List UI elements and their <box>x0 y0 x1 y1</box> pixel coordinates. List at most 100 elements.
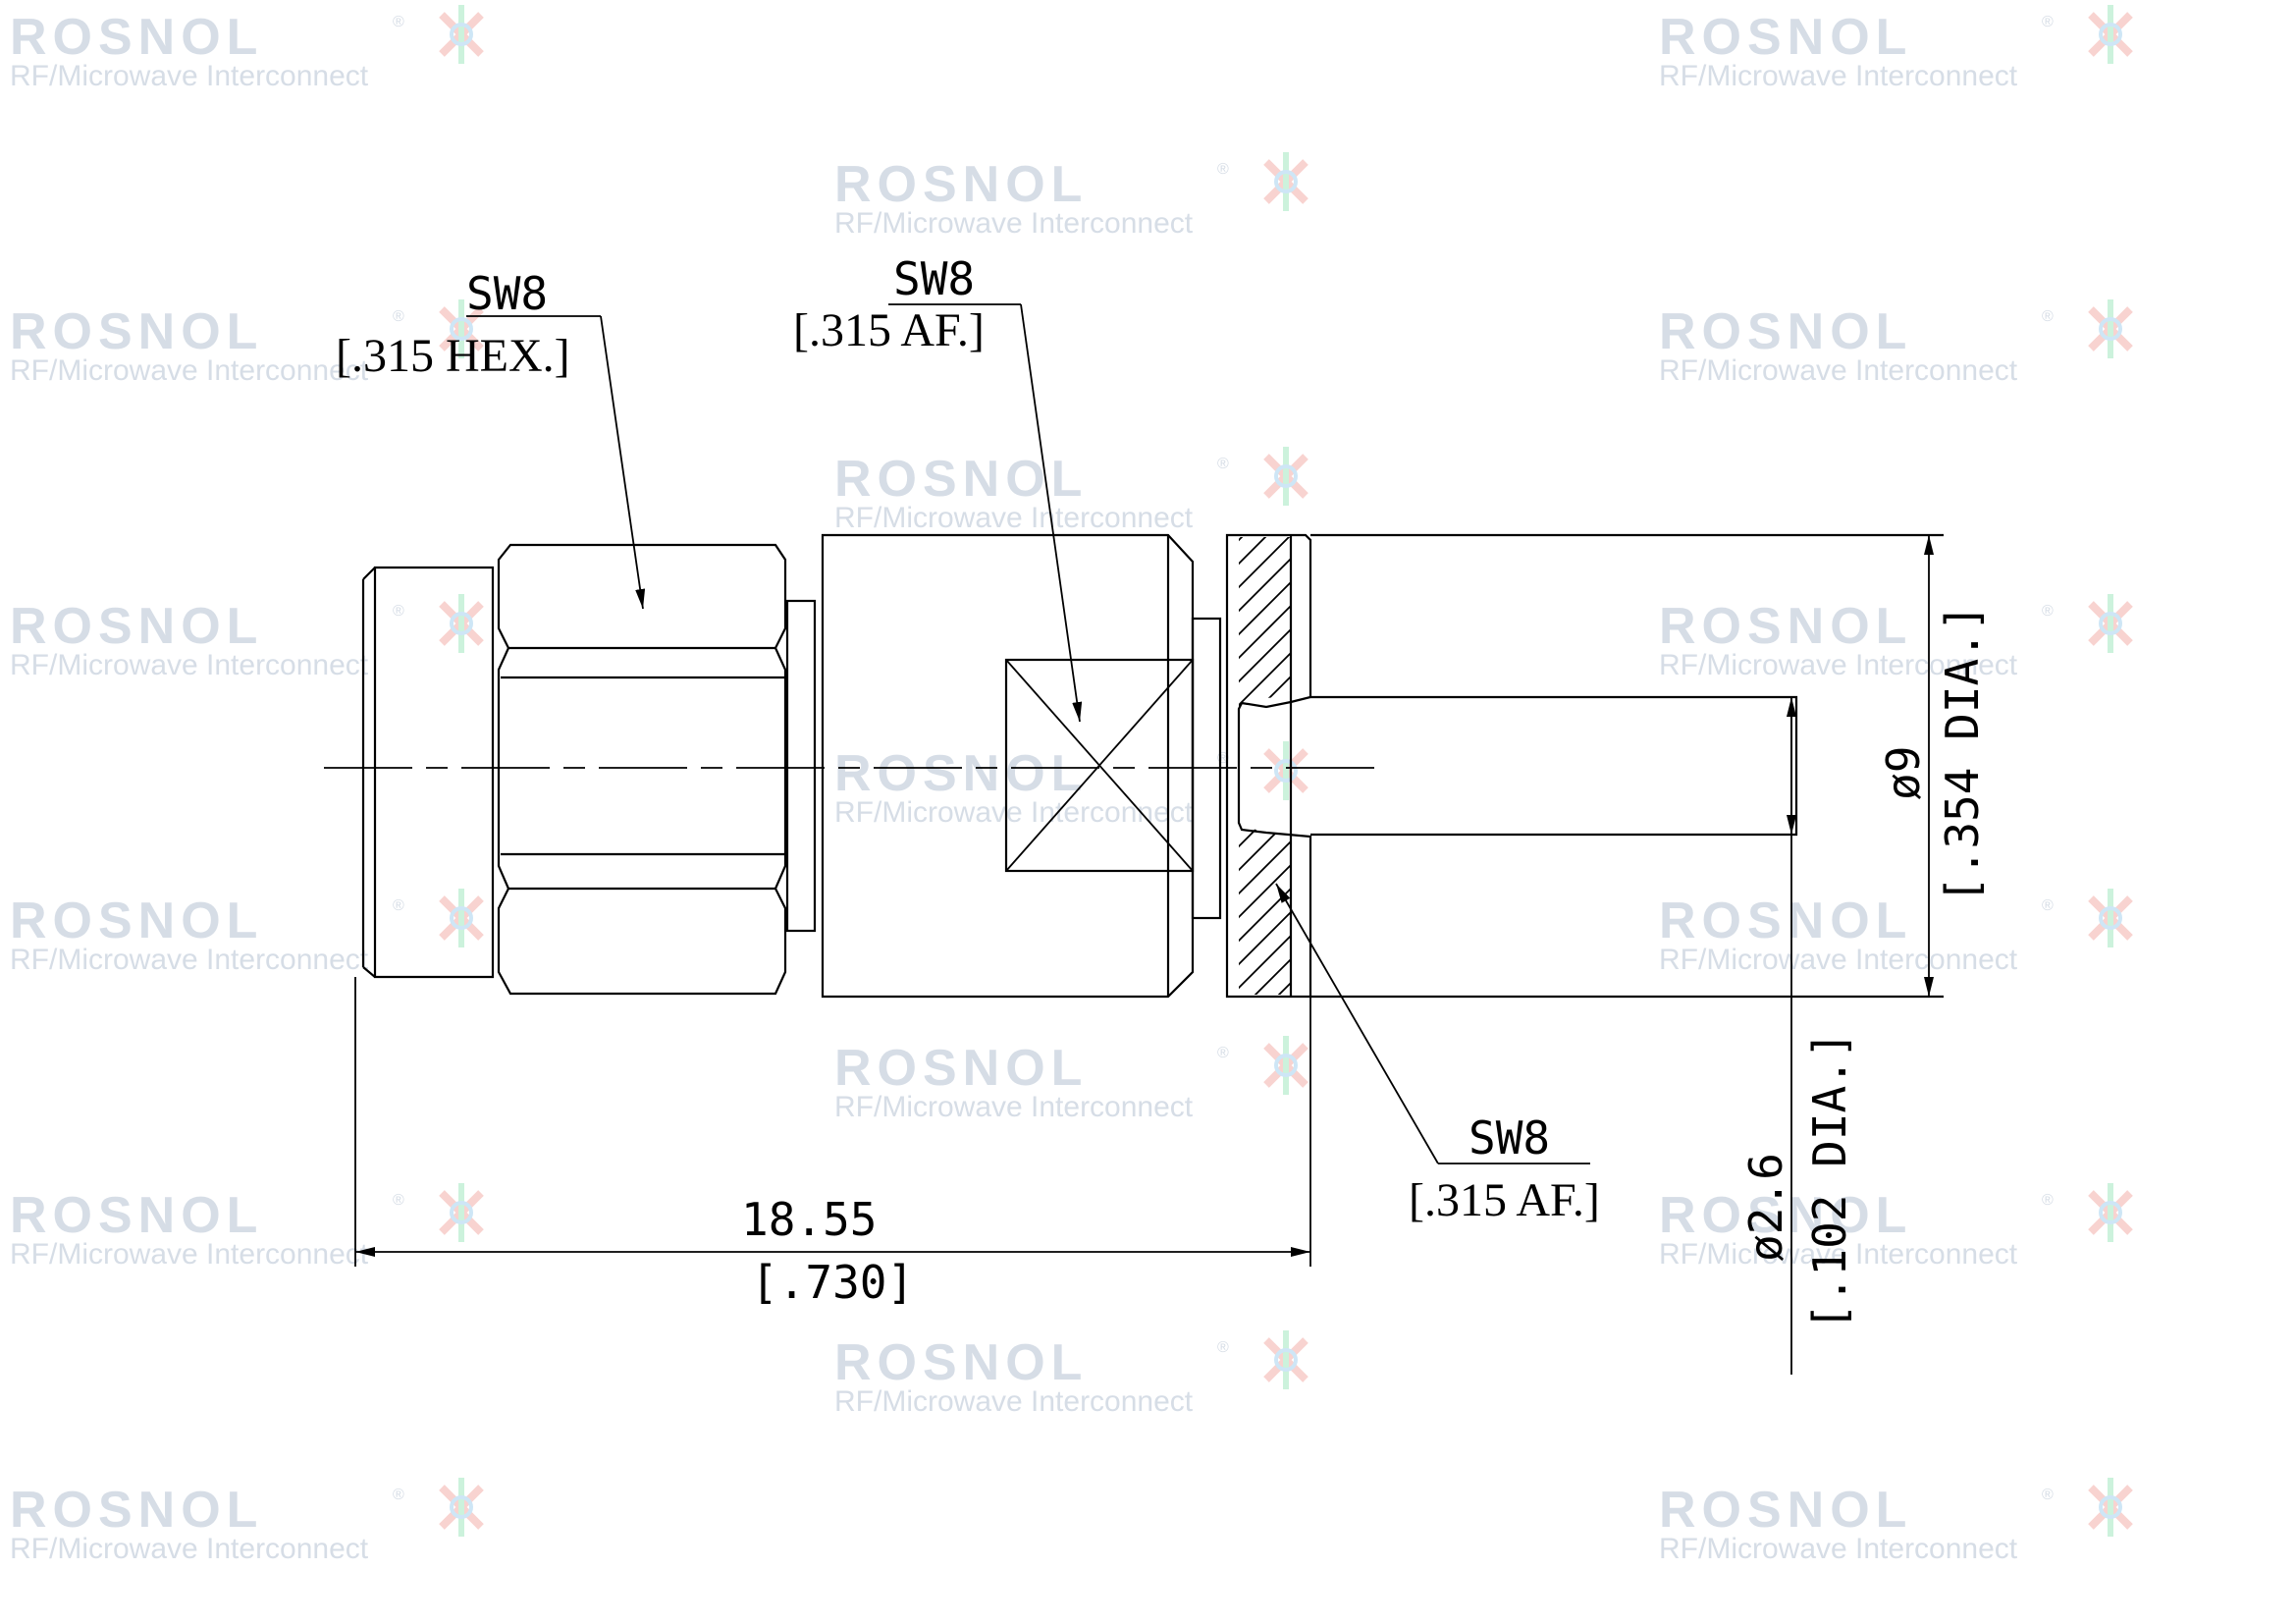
watermark-brand: ROSNOL <box>1659 598 1912 655</box>
watermark-tile: ROSNOL ® RF/Microwave Interconnect <box>10 1183 481 1271</box>
watermark-tagline: RF/Microwave Interconnect <box>10 1533 369 1565</box>
watermark-brand: ROSNOL <box>1659 1482 1912 1539</box>
hatch-line <box>1229 537 1290 633</box>
hatch-line <box>1217 1053 1315 1151</box>
watermark-tagline: RF/Microwave Interconnect <box>1659 60 2018 92</box>
watermark-tagline: RF/Microwave Interconnect <box>10 1238 369 1271</box>
hatch-line <box>1229 537 1290 563</box>
watermark-registered-mark: ® <box>393 897 404 914</box>
watermark-tile: ROSNOL ® RF/Microwave Interconnect <box>1659 5 2130 92</box>
rosnol-logo-icon <box>442 889 481 947</box>
watermark-tagline: RF/Microwave Interconnect <box>10 60 369 92</box>
rosnol-logo-icon <box>1266 152 1306 211</box>
labels: SW8 [.315 HEX.] SW8 [.315 AF.] SW8 [.315… <box>336 252 1989 1330</box>
watermark-tagline: RF/Microwave Interconnect <box>834 1091 1194 1123</box>
watermark-brand: ROSNOL <box>1659 303 1912 360</box>
hatch-line <box>1229 863 1290 963</box>
watermark-tagline: RF/Microwave Interconnect <box>1659 354 2018 387</box>
watermark-tile: ROSNOL ® RF/Microwave Interconnect <box>1659 889 2130 976</box>
watermark-registered-mark: ® <box>2042 14 2054 30</box>
rear-flats-note: [.315 AF.] <box>1409 1174 1600 1226</box>
watermark-registered-mark: ® <box>393 308 404 325</box>
watermark-registered-mark: ® <box>1217 161 1229 178</box>
watermark-tile: ROSNOL®RF/Microwave Interconnect <box>10 5 481 92</box>
watermark-tile: ROSNOL®RF/Microwave Interconnect <box>1659 1183 2130 1271</box>
rosnol-logo-icon <box>442 594 481 653</box>
watermark-registered-mark: ® <box>393 1487 404 1503</box>
hatch-line <box>1229 792 1290 893</box>
watermark-registered-mark: ® <box>1217 1045 1229 1061</box>
watermark-brand: ROSNOL <box>1659 893 1912 949</box>
watermark-brand: ROSNOL <box>10 1482 263 1539</box>
pin-diameter-inch: [.102 DIA.] <box>1803 1031 1856 1330</box>
hatch-line <box>1217 1100 1315 1198</box>
watermark-brand: ROSNOL <box>834 1040 1088 1097</box>
pin-diameter-mm: ø2.6 <box>1739 1153 1792 1262</box>
watermark-tagline: RF/Microwave Interconnect <box>1659 944 2018 976</box>
watermark-registered-mark: ® <box>393 1192 404 1209</box>
watermark-registered-mark: ® <box>1217 1339 1229 1356</box>
rosnol-logo-icon <box>442 5 481 64</box>
rear-flats-size: SW8 <box>1468 1111 1550 1164</box>
hatch-line <box>1229 722 1290 822</box>
watermark-brand: ROSNOL <box>10 893 263 949</box>
hatch-line <box>1217 369 1315 467</box>
hatch-line <box>1229 537 1290 610</box>
hatch-line <box>1217 1076 1315 1174</box>
rosnol-logo-icon <box>1266 1330 1306 1389</box>
body-flats-note: [.315 AF.] <box>793 304 985 356</box>
hatch-line <box>1229 934 1290 995</box>
watermark-tagline: RF/Microwave Interconnect <box>10 944 369 976</box>
dimension-lines <box>354 535 1934 1375</box>
hex-nut-note: [.315 HEX.] <box>336 330 570 382</box>
hatch-line <box>1217 393 1315 491</box>
watermark-tile: ROSNOL ® RF/Microwave Interconnect <box>834 1036 1306 1123</box>
watermark-tile: ROSNOL ® RF/Microwave Interconnect <box>10 1478 481 1565</box>
rosnol-logo-icon <box>2091 5 2130 64</box>
rosnol-logo-icon <box>2091 1478 2130 1537</box>
hatch-line <box>1229 957 1290 995</box>
callout-leaders <box>584 303 1590 1164</box>
watermark-brand: ROSNOL <box>1659 9 1912 66</box>
hatch-line <box>1229 839 1290 940</box>
watermark-registered-mark: ® <box>1217 456 1229 472</box>
watermark-tile: ROSNOL ® RF/Microwave Interconnect <box>834 152 1306 240</box>
connector-outline <box>361 533 1944 999</box>
body-flats-size: SW8 <box>893 252 975 305</box>
rosnol-logo-icon <box>1266 741 1306 800</box>
watermark-layer: ROSNOL®RF/Microwave InterconnectROSNOL®R… <box>10 5 2130 1565</box>
watermark-brand: ROSNOL <box>10 598 263 655</box>
watermark-tagline: RF/Microwave Interconnect <box>1659 649 2018 681</box>
watermark-brand: ROSNOL <box>10 1187 263 1244</box>
watermark-registered-mark: ® <box>2042 603 2054 620</box>
watermark-registered-mark: ® <box>393 603 404 620</box>
watermark-tagline: RF/Microwave Interconnect <box>834 502 1194 534</box>
watermark-registered-mark: ® <box>2042 1192 2054 1209</box>
watermark-tile: ROSNOL®RF/Microwave Interconnect <box>834 1330 1306 1418</box>
watermark-tagline: RF/Microwave Interconnect <box>10 649 369 681</box>
watermark-registered-mark: ® <box>2042 1487 2054 1503</box>
watermark-tile: ROSNOL®RF/Microwave Interconnect <box>10 299 481 387</box>
rosnol-logo-icon <box>2091 889 2130 947</box>
rosnol-logo-icon <box>2091 594 2130 653</box>
watermark-registered-mark: ® <box>2042 897 2054 914</box>
watermark-brand: ROSNOL <box>834 156 1088 213</box>
rosnol-logo-icon <box>442 1478 481 1537</box>
overall-length-mm: 18.55 <box>741 1193 877 1246</box>
hatch-line <box>1229 557 1290 657</box>
watermark-tagline: RF/Microwave Interconnect <box>834 1385 1194 1418</box>
rosnol-logo-icon <box>1266 447 1306 506</box>
hatch-line <box>1229 887 1290 987</box>
hatch-line <box>1229 627 1290 728</box>
outer-diameter-inch: [.354 DIA.] <box>1936 604 1989 903</box>
watermark-registered-mark: ® <box>393 14 404 30</box>
watermark-brand: ROSNOL <box>834 745 1088 802</box>
watermark-tile: ROSNOL ® RF/Microwave Interconnect <box>10 594 481 681</box>
watermark-tagline: RF/Microwave Interconnect <box>10 354 369 387</box>
watermark-tile: ROSNOL ® RF/Microwave Interconnect <box>1659 594 2130 681</box>
watermark-tile: ROSNOL ® RF/Microwave Interconnect <box>834 447 1306 534</box>
watermark-tagline: RF/Microwave Interconnect <box>834 207 1194 240</box>
hatch-line <box>1229 580 1290 680</box>
watermark-brand: ROSNOL <box>834 451 1088 508</box>
